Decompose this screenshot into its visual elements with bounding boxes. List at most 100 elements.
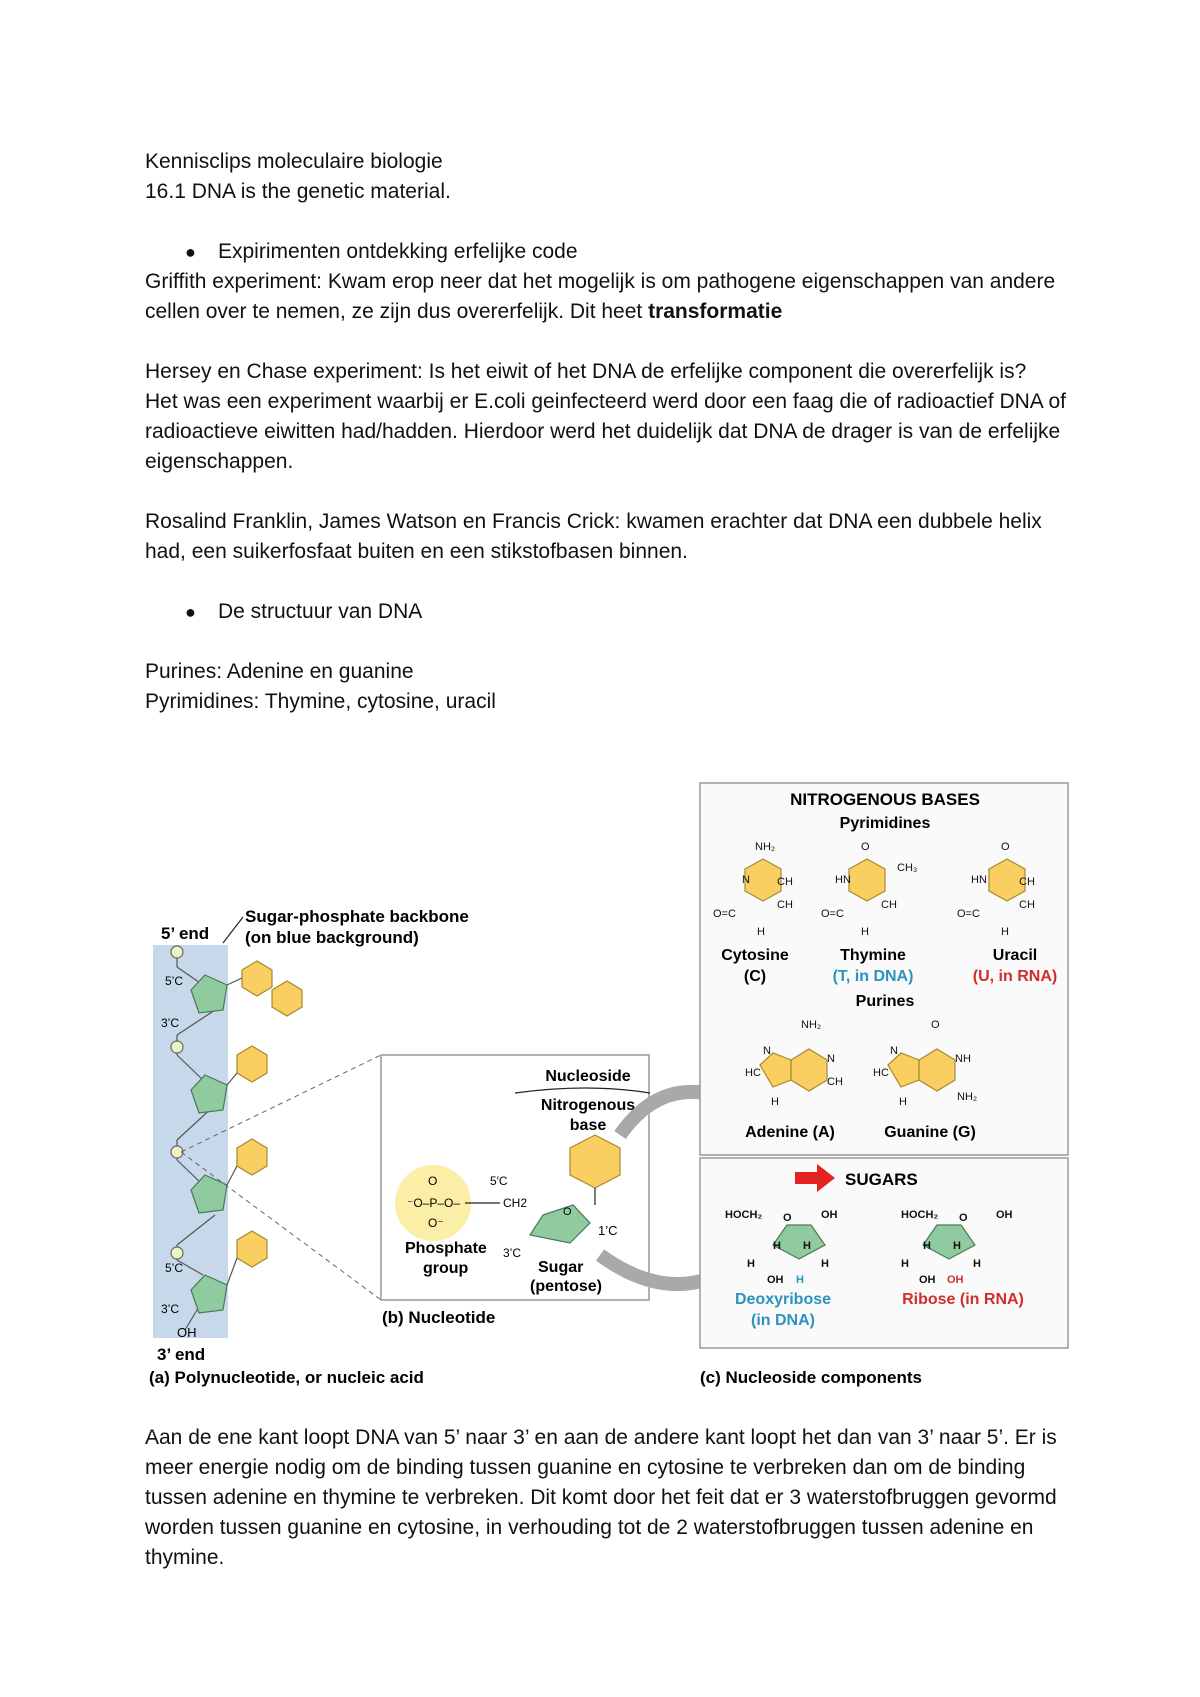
purine-rings [759, 1048, 956, 1092]
svg-text:HN: HN [835, 874, 851, 886]
bullet-dot-icon: ● [185, 602, 196, 622]
svg-text:OH: OH [996, 1209, 1013, 1221]
doc-title: Kennisclips moleculaire biologie [145, 150, 443, 173]
svg-text:H: H [757, 926, 765, 938]
base-hexagon [236, 1045, 268, 1083]
svg-text:CH: CH [777, 899, 793, 911]
red-arrow-icon [795, 1164, 835, 1192]
sugars-heading: SUGARS [845, 1170, 918, 1189]
svg-text:H: H [899, 1096, 907, 1108]
pyrimidines-line: Pyrimidines: Thymine, cytosine, uracil [145, 690, 496, 713]
svg-text:H: H [953, 1240, 961, 1252]
deoxyribose-ring [772, 1224, 826, 1260]
adenine-ring-6 [790, 1048, 828, 1092]
bullet-experiments: ● Expirimenten ontdekking erfelijke code [145, 237, 1075, 267]
svg-text:HC: HC [745, 1067, 761, 1079]
svg-text:OH: OH [821, 1209, 838, 1221]
caption-a: (a) Polynucleotide, or nucleic acid [149, 1368, 424, 1387]
svg-text:O=C: O=C [821, 908, 844, 920]
svg-text:OH: OH [947, 1274, 964, 1286]
sugar-pentagon [190, 974, 228, 1014]
pyrimidines-heading: Pyrimidines [840, 815, 931, 832]
griffith-text: Griffith experiment: Kwam erop neer dat … [145, 270, 1056, 323]
svg-text:HOCH₂: HOCH₂ [901, 1209, 938, 1221]
svg-text:H: H [1001, 926, 1009, 938]
base-hexagon [236, 1230, 268, 1268]
zoom-line [180, 1151, 382, 1301]
uracil-ring [988, 858, 1026, 902]
svg-text:N: N [763, 1045, 771, 1057]
nitrogenous-label-2: base [570, 1117, 607, 1134]
svg-text:O: O [783, 1212, 792, 1224]
ribose-label: Ribose (in RNA) [902, 1291, 1024, 1308]
body-text-top: Kennisclips moleculaire biologie 16.1 DN… [145, 147, 1075, 717]
base-hexagon [241, 960, 273, 997]
phosphate-circle [170, 1246, 184, 1260]
nitrogenous-label-1: Nitrogenous [541, 1097, 635, 1114]
thymine-label-1: Thymine [840, 947, 906, 964]
oh-label: OH [177, 1325, 197, 1340]
one-c-label: 1’C [598, 1223, 618, 1238]
sugar-label-1: Sugar [538, 1259, 583, 1276]
svg-text:HN: HN [971, 874, 987, 886]
svg-text:H: H [796, 1274, 804, 1286]
guanine-ring-6 [918, 1048, 956, 1092]
cytosine-label-2: (C) [744, 968, 766, 985]
svg-text:H: H [901, 1258, 909, 1270]
svg-text:CH: CH [777, 876, 793, 888]
uracil-label-2: (U, in RNA) [973, 968, 1057, 985]
svg-text:O: O [931, 1019, 940, 1031]
pyrimidine-rings [744, 858, 1026, 902]
thymine-label-2: (T, in DNA) [833, 968, 914, 985]
phosphate-o-top: O [428, 1174, 437, 1188]
svg-text:H: H [821, 1258, 829, 1270]
svg-text:H: H [803, 1240, 811, 1252]
sugar-o-label: O [563, 1206, 572, 1218]
bullet-dot-icon: ● [185, 242, 196, 262]
zoom-line [180, 1054, 382, 1153]
sugar-label-2: (pentose) [530, 1278, 602, 1295]
svg-text:NH: NH [955, 1053, 971, 1065]
svg-text:CH: CH [881, 899, 897, 911]
backbone-label-1: Sugar-phosphate backbone [245, 907, 469, 926]
sugar-pentagon [190, 1074, 228, 1114]
bullet-experiments-text: Expirimenten ontdekking erfelijke code [218, 240, 578, 263]
svg-text:NH₂: NH₂ [957, 1091, 977, 1103]
three-c-label: 3’C [161, 1016, 179, 1030]
five-end-label: 5’ end [161, 924, 209, 943]
cytosine-ring [744, 858, 782, 902]
sugar-pentagon [190, 1174, 228, 1214]
phosphate-circle [170, 945, 184, 959]
backbone-label-2: (on blue background) [245, 928, 419, 947]
caption-c: (c) Nucleoside components [700, 1368, 922, 1387]
svg-text:H: H [773, 1240, 781, 1252]
svg-text:H: H [923, 1240, 931, 1252]
thymine-ring [848, 858, 886, 902]
phosphate-label-1: Phosphate [405, 1240, 487, 1257]
svg-text:N: N [890, 1045, 898, 1057]
adenine-label: Adenine (A) [745, 1124, 835, 1141]
three-c-sugar-label: 3’C [503, 1246, 521, 1260]
svg-text:OH: OH [767, 1274, 784, 1286]
griffith-paragraph: Griffith experiment: Kwam erop neer dat … [145, 267, 1075, 327]
svg-text:N: N [742, 874, 750, 886]
svg-text:H: H [747, 1258, 755, 1270]
svg-text:CH: CH [827, 1076, 843, 1088]
ribose-ring [922, 1224, 976, 1260]
base-hexagon [236, 1138, 268, 1176]
phosphate-circles [170, 945, 184, 1260]
nucleoside-brace [514, 1087, 651, 1094]
svg-text:CH: CH [1019, 899, 1035, 911]
three-end-label: 3’ end [157, 1345, 205, 1364]
deoxyribose-label-1: Deoxyribose [735, 1291, 831, 1308]
arrow-to-bases [614, 1085, 707, 1140]
arrow-to-sugars [595, 1249, 708, 1292]
deoxyribose-label-2: (in DNA) [751, 1312, 815, 1329]
bullet-structure-text: De structuur van DNA [218, 600, 423, 623]
bullet-structure: ● De structuur van DNA [145, 597, 1075, 627]
base-bonds [226, 977, 243, 1286]
sugar-pentagons [190, 974, 228, 1314]
